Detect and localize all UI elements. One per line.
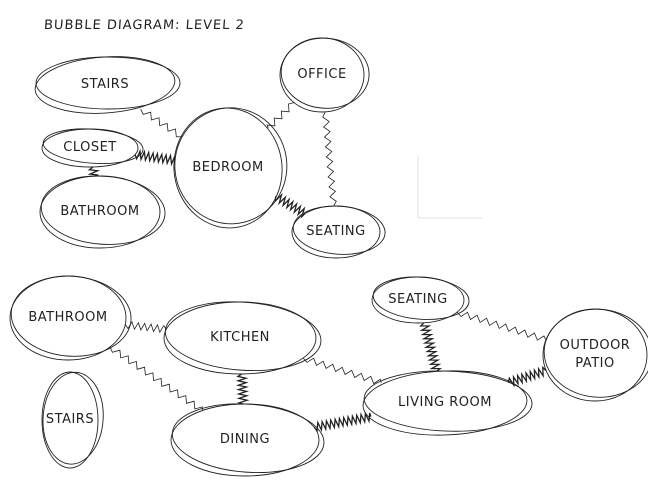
connection-outdoor-patio-to-living-room — [507, 365, 547, 388]
bubble-seating-bottom — [371, 276, 470, 324]
connection-seating-bottom-to-living-room — [419, 322, 443, 372]
faint-guide-mark — [417, 155, 482, 219]
connection-office-to-bedroom — [266, 102, 295, 129]
connection-stairs-top-to-bedroom — [140, 108, 182, 138]
connection-closet-to-bedroom — [134, 148, 176, 167]
bubble-label-stairs-bottom: STAIRS — [45, 412, 95, 427]
bubble-outdoor-patio — [542, 308, 648, 402]
bubble-stairs-top — [34, 56, 181, 114]
bubble-label-bathroom-bottom: BATHROOM — [28, 310, 108, 325]
bubble-label-living-room: LIVING ROOM — [398, 395, 492, 410]
bubble-seating-top — [291, 205, 386, 259]
bubble-label-seating-top: SEATING — [306, 224, 366, 239]
connection-kitchen-to-dining — [235, 373, 250, 405]
connection-kitchen-to-living-room — [302, 357, 382, 385]
bubble-bathroom-bottom — [9, 275, 132, 361]
connection-office-to-seating-top — [322, 111, 337, 207]
bubble-label-kitchen: KITCHEN — [210, 330, 270, 345]
bubble-bathroom-top — [39, 175, 166, 249]
bubble-dining — [170, 403, 325, 477]
connection-dining-to-living-room — [313, 411, 372, 433]
bubble-label-office: OFFICE — [297, 67, 347, 82]
connection-bedroom-to-seating-top — [274, 192, 306, 219]
bubble-label-closet: CLOSET — [63, 140, 117, 155]
connection-bathroom-bottom-to-kitchen — [124, 320, 167, 334]
bubble-closet — [41, 128, 144, 168]
connection-bathroom-bottom-to-dining — [109, 346, 203, 411]
bubble-label-seating-bottom: SEATING — [388, 292, 448, 307]
bubble-label-outdoor-patio: OUTDOOR PATIO — [559, 338, 631, 371]
connection-seating-bottom-to-outdoor-patio — [456, 311, 547, 341]
bubble-label-bathroom-top: BATHROOM — [60, 204, 140, 219]
bubble-bedroom — [173, 107, 288, 229]
bubble-label-dining: DINING — [219, 432, 271, 447]
bubble-kitchen — [163, 301, 322, 375]
bubble-stairs-bottom — [41, 371, 104, 469]
bubble-living-room — [362, 370, 533, 436]
bubble-office — [279, 37, 370, 113]
bubble-label-bedroom: BEDROOM — [192, 160, 264, 175]
connection-closet-to-bathroom-top — [87, 166, 101, 177]
bubble-label-stairs-top: STAIRS — [80, 77, 130, 92]
